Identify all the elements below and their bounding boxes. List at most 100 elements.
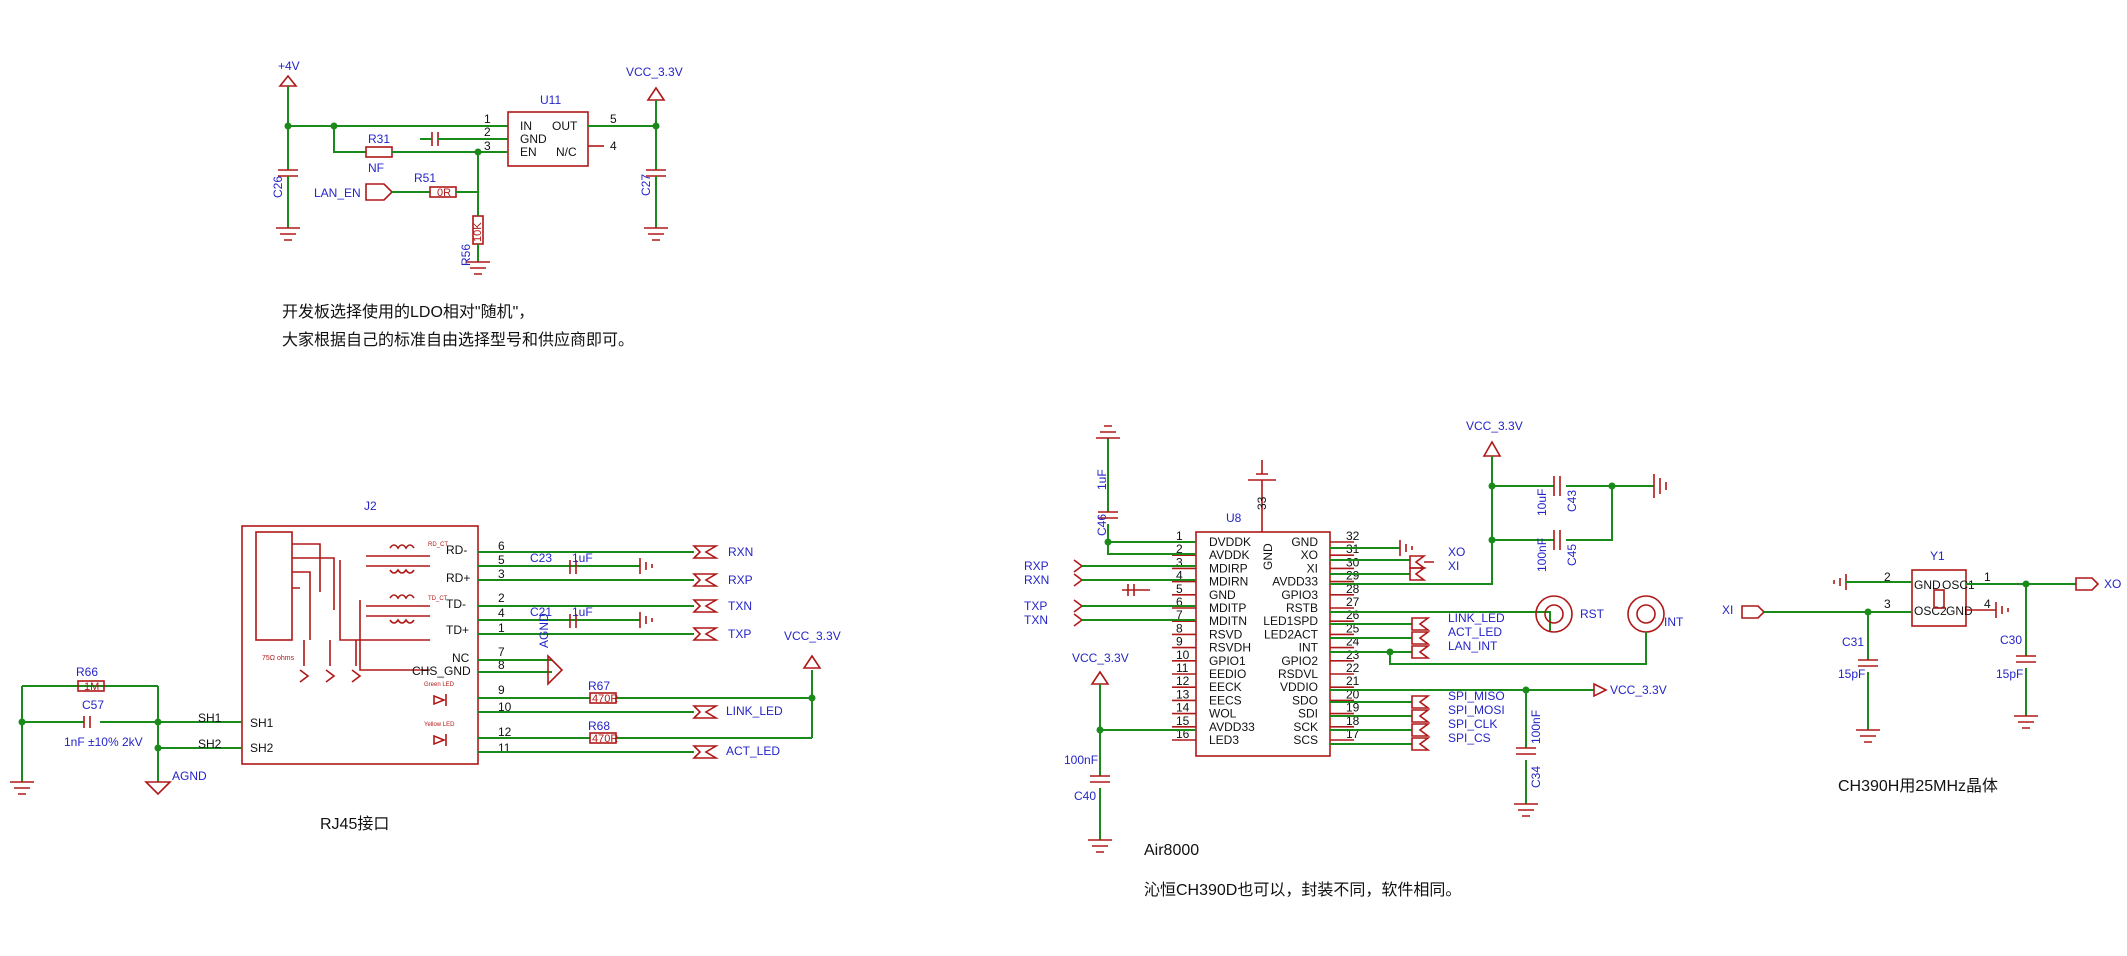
- u8-right-pin-name: GND: [1291, 535, 1318, 549]
- u8-net-rxp: RXP: [1024, 559, 1049, 573]
- r31-value: NF: [368, 161, 384, 175]
- u8-left-pin-name: RSVD: [1209, 627, 1243, 641]
- r51-value: 0R: [437, 187, 451, 199]
- u8-net-spi-clk: SPI_CLK: [1448, 717, 1497, 731]
- ground-icon: [10, 781, 34, 795]
- u8-left-pin-num: 3: [1176, 555, 1183, 569]
- u8-right-pin-num: 19: [1346, 701, 1360, 715]
- y1-ref: Y1: [1930, 549, 1945, 563]
- r56-ref: R56: [459, 244, 473, 266]
- ground-icon: [1096, 425, 1120, 439]
- c57-value: 1nF ±10% 2kV: [64, 735, 143, 749]
- u11-pin-out: OUT: [552, 119, 578, 133]
- y1-pin2-num: 2: [1884, 570, 1891, 584]
- c40-value: 100nF: [1064, 753, 1098, 767]
- rj45-pin-num-1: 1: [498, 621, 505, 635]
- u8-ref: U8: [1226, 511, 1242, 525]
- y1-pin-gnd-top: GND: [1914, 578, 1941, 592]
- txp-port: [692, 627, 719, 641]
- ground-icon: [1833, 574, 1847, 590]
- u11-pin1-num: 1: [484, 112, 491, 126]
- sh1-label-outer: SH1: [198, 711, 222, 725]
- rj45-pin-num-4: 4: [498, 606, 505, 620]
- u11-pin2-num: 2: [484, 125, 491, 139]
- lan-en-port: [365, 183, 394, 201]
- c23-ref: C23: [530, 551, 552, 565]
- transformer-icon: [389, 594, 415, 624]
- c31-value: 15pF: [1838, 667, 1865, 681]
- rj45-pin-num-2: 2: [498, 591, 505, 605]
- u11-pin3-num: 3: [484, 139, 491, 153]
- u8-right-pin-num: 24: [1346, 635, 1360, 649]
- u8-right-pin-num: 22: [1346, 661, 1360, 675]
- u8-left-pin-num: 14: [1176, 701, 1190, 715]
- u8-net-link-led: LINK_LED: [1448, 611, 1505, 625]
- c21-value: 1uF: [572, 605, 593, 619]
- ldo-input-net: +4V: [278, 59, 300, 73]
- rj45-pin-label-rd-minus: RD-: [446, 543, 467, 557]
- u8-right-pin-name: GPIO2: [1281, 654, 1318, 668]
- u8-right-pin-name: SDO: [1292, 693, 1318, 707]
- power-arrow-icon: [1090, 670, 1110, 685]
- air8000-section-title: Air8000: [1144, 842, 1200, 859]
- transformer-icon: [389, 544, 415, 574]
- rj45-pin-num-3: 3: [498, 567, 505, 581]
- u8-right-pin-name: SCK: [1293, 720, 1318, 734]
- r66-value: 1M: [84, 681, 99, 693]
- rj45-vcc-label: VCC_3.3V: [784, 629, 841, 643]
- u11-pin5-num: 5: [610, 112, 617, 126]
- rst-button-icon: [1535, 595, 1573, 633]
- u8-right-pin-name: INT: [1299, 641, 1319, 655]
- u8-left-pin-num: 4: [1176, 569, 1183, 583]
- u8-left-pin-num: 13: [1176, 687, 1190, 701]
- u8-right-pin-name: RSDVL: [1278, 667, 1318, 681]
- ldo-output-net: VCC_3.3V: [626, 65, 683, 79]
- u8-left-pin-name: EEDIO: [1209, 667, 1246, 681]
- u8-left-pin-num: 2: [1176, 542, 1183, 556]
- power-arrow-icon: [1482, 440, 1502, 457]
- ground-icon: [644, 227, 668, 241]
- act-led-port: [692, 745, 719, 759]
- crystal-section: Y1 GND OSC1 OSC2 GND 2 1 3 4 XO XI C31 1…: [1722, 549, 2121, 743]
- net-txn: TXN: [728, 599, 752, 613]
- net-link-led: LINK_LED: [726, 704, 783, 718]
- u8-left-pin-name: AVDDK: [1209, 548, 1249, 562]
- rj45-pin-label-td-ct: TD_CT: [428, 596, 448, 602]
- u8-net-spi-miso: SPI_MISO: [1448, 689, 1505, 703]
- r68-resistor: [589, 732, 617, 744]
- ground-icon: [1514, 803, 1538, 817]
- rj45-jack-outline: [255, 531, 293, 641]
- rst-label: RST: [1580, 607, 1605, 621]
- link-led-port: [692, 705, 719, 719]
- r68-ref: R68: [588, 719, 610, 733]
- c40-ref: C40: [1074, 789, 1096, 803]
- ground-icon: [1653, 474, 1667, 498]
- lan-en-label: LAN_EN: [314, 186, 361, 200]
- u8-right-pin-name: RSTB: [1286, 601, 1318, 615]
- xi-port: [1741, 605, 1766, 619]
- u11-pin-in: IN: [520, 119, 532, 133]
- ground-icon: [1399, 540, 1413, 556]
- rj45-pin-num-5: 5: [498, 553, 505, 567]
- air8000-note: 沁恒CH390D也可以，封装不同，软件相同。: [1144, 882, 1462, 899]
- j2-ref: J2: [364, 499, 377, 513]
- c21-ref: C21: [530, 605, 552, 619]
- ground-icon: [1966, 602, 2009, 618]
- r67-resistor: [589, 692, 617, 704]
- u8-left-pin-name: GPIO1: [1209, 654, 1246, 668]
- u8-left-pin-name: MDITN: [1209, 614, 1247, 628]
- rj45-pin-label-nc: NC: [452, 651, 470, 665]
- u8-left-pin-name: DVDDK: [1209, 535, 1251, 549]
- u8-net-xi: XI: [1448, 559, 1459, 573]
- u8-left-vcc: VCC_3.3V: [1072, 651, 1129, 665]
- crystal-net-xi: XI: [1722, 603, 1733, 617]
- c30-value: 15pF: [1996, 667, 2023, 681]
- y1-crystal-box: [1911, 569, 1967, 627]
- u8-left-pin-num: 11: [1176, 661, 1189, 675]
- u8-left-pin-name: RSVDH: [1209, 641, 1251, 655]
- ground-icon: [466, 261, 490, 275]
- u8-right-pin-name: SCS: [1293, 733, 1318, 747]
- rj45-pin-label-td-minus: TD-: [446, 597, 466, 611]
- u8-right-pin-num: 27: [1346, 595, 1360, 609]
